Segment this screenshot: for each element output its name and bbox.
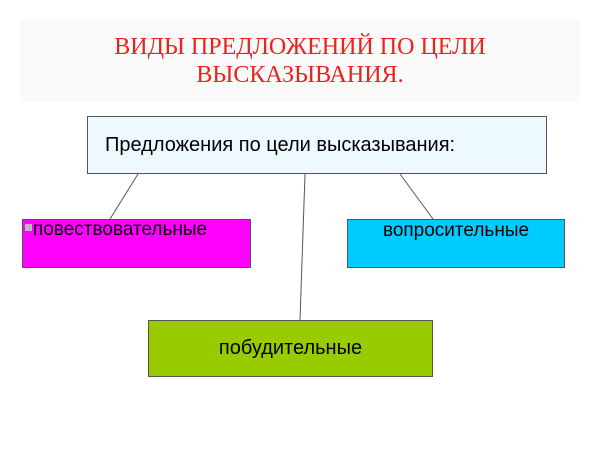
root-node-label: Предложения по цели высказывания: <box>105 134 456 156</box>
slide-title-line-2: ВЫСКАЗЫВАНИЯ. <box>196 62 404 88</box>
node-narrative-label: повествовательные <box>33 219 208 240</box>
slide-title-line-1: ВИДЫ ПРЕДЛОЖЕНИЙ ПО ЦЕЛИ <box>114 34 486 60</box>
title-band <box>20 20 580 102</box>
connector-root-to-bottom <box>299 173 306 321</box>
root-node: Предложения по цели высказывания: <box>87 116 547 174</box>
node-imperative: побудительные <box>148 320 433 377</box>
node-interrogative: вопросительные <box>347 219 565 268</box>
node-imperative-label: побудительные <box>218 337 363 359</box>
connector-root-to-left <box>109 173 139 220</box>
connector-root-to-right <box>399 173 434 220</box>
node-interrogative-label: вопросительные <box>382 220 530 241</box>
bullet-square-icon <box>25 224 32 231</box>
node-narrative: повествовательные <box>22 219 251 268</box>
slide-title: ВИДЫ ПРЕДЛОЖЕНИЙ ПО ЦЕЛИ ВЫСКАЗЫВАНИЯ. <box>20 33 580 89</box>
